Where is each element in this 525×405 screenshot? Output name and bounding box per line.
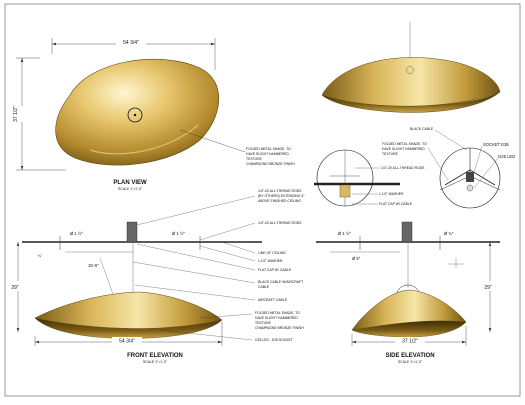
front-shade-note-2: HAVE SLIGHT HAMMERED (255, 316, 298, 320)
front-callouts: 1/4"-20 ALL-THREAD RODS (BY OTHERS) EXTE… (132, 189, 305, 342)
side-dia-left: Ø 1 ½" (338, 231, 351, 236)
front-dia-right: Ø 1 ½" (172, 231, 185, 236)
perspective-view (321, 22, 501, 113)
plan-shade-note-3: TEXTURE (246, 157, 263, 161)
plan-view-title: PLAN VIEW (113, 180, 147, 186)
rods-note-3: ABOVE FINISHED CEILING (258, 199, 301, 203)
detail-led-label: G25 LED (498, 154, 515, 159)
detail-shade-note-3: TEXTURE (382, 152, 399, 156)
front-offset-dim: 15'-6" (88, 263, 99, 268)
rods-note-2: (BY OTHERS) EXTENDING 4" (258, 194, 305, 198)
plan-shade-note-1: FOLDED METAL SHADE, TO (246, 147, 291, 151)
plan-shade-note-4: CHAMPAGNE BRONZE FINISH (246, 162, 295, 166)
plan-center-marker (127, 107, 143, 123)
detail-shade-note-1: FOLDED METAL SHADE, TO (382, 142, 427, 146)
perspective-shade-top (321, 57, 501, 107)
side-dia-base: Ø 5" (352, 256, 361, 261)
detail-washer-label: 1 1/2" WASHER (379, 192, 404, 196)
rods-note-1: 1/4"-20 ALL-THREAD RODS (258, 189, 302, 193)
side-width-dim: 37 1/2" (402, 339, 418, 345)
front-canopy (126, 221, 138, 243)
side-elevation-title: SIDE ELEVATION (385, 353, 434, 359)
sheet-border (4, 3, 521, 397)
side-height-dim: 29" (484, 285, 492, 291)
front-shade-note-1: FOLDED METAL SHADE, TO (255, 311, 300, 315)
front-width-dim: 54 3/4" (119, 339, 135, 345)
detail-flat-cap (339, 184, 351, 198)
plan-view: 54 3/4" 37 1/2" FOLDED METAL SHADE, TO H… (10, 38, 295, 191)
detail-flatcap-label: FLAT CAP W/ CABLE (379, 202, 413, 206)
black-cable-note-2: CABLE (258, 285, 270, 289)
aircraft-cable-note: AIRCRAFT CABLE (258, 298, 288, 302)
ceiling-note: LINE OF CEILING (258, 251, 286, 255)
plan-shade-note-2: HAVE SLIGHT HAMMERED (246, 152, 289, 156)
front-height-dim: 29" (11, 285, 19, 291)
plan-shade-shape (55, 58, 220, 166)
plan-depth-dim: 37 1/2" (13, 106, 19, 122)
front-dia-left: Ø 1 ½" (70, 231, 83, 236)
side-canopy (401, 221, 413, 243)
side-dia-right: Ø ¾" (444, 231, 454, 236)
side-elevation-scale: SCALE 1"=1'-0" (398, 360, 423, 364)
front-shade-note-3: TEXTURE (255, 321, 272, 325)
detail-socket-label: SOCKET E26 (483, 142, 509, 147)
detail-shade-note-2: HAVE SLIGHT HAMMERED (382, 147, 425, 151)
perspective-cap (406, 66, 414, 74)
rods2-note: 1/4"-20 ALL-THREAD RODS (258, 221, 302, 225)
front-elevation: Ø 1 ½" Ø 1 ½" ¾" 15'-6" 29" 54 3/4" FRON… (9, 221, 262, 364)
socket-note: G25 LED - E26 SOCKET (255, 338, 293, 342)
detail-black-cable-label: BLACK CABLE (410, 127, 434, 131)
plan-width-dim: 54 3/4" (123, 40, 139, 46)
side-elevation: Ø 1 ½" Ø ¾" Ø 5" 29" 37 1/2" SIDE ELEVAT… (316, 221, 500, 364)
detail-view: 1/4"-20 ALL-THREAD RODS 1 1/2" WASHER FL… (314, 127, 515, 209)
front-shade-note-4: CHAMPAGNE BRONZE FINISH (255, 326, 304, 330)
black-cable-note-1: BLACK CABLE W/AIRCRAFT (258, 280, 303, 284)
washer-note: 1 1/2" WASHER (258, 259, 283, 263)
plan-view-scale: SCALE 1"=1'-0" (118, 187, 143, 191)
front-small-dim: ¾" (38, 254, 43, 258)
front-elevation-scale: SCALE 1"=1'-0" (143, 360, 168, 364)
flatcap-note: FLAT CAP W/ CABLE (258, 268, 292, 272)
front-elevation-title: FRONT ELEVATION (127, 353, 183, 359)
detail-rods-label: 1/4"-20 ALL-THREAD RODS (381, 166, 425, 170)
